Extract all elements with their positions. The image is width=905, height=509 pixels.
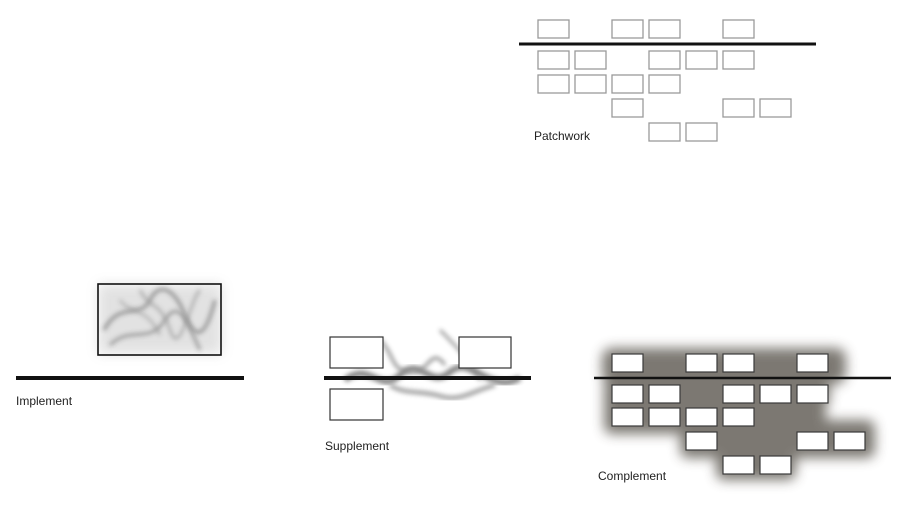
- patchwork-diagram: [519, 19, 816, 142]
- supplement-box: [329, 336, 384, 369]
- patchwork-box: [574, 74, 607, 94]
- complement-box: [796, 353, 829, 373]
- complement-box: [796, 431, 829, 451]
- complement-box: [648, 407, 681, 427]
- patchwork-box: [648, 122, 681, 142]
- implement-label: Implement: [16, 394, 73, 408]
- implement-diagram: [16, 283, 244, 380]
- complement-box: [759, 455, 792, 475]
- complement-boxes: [611, 353, 866, 475]
- complement-box: [796, 384, 829, 404]
- complement-box: [759, 384, 792, 404]
- supplement-box: [329, 388, 384, 421]
- complement-box: [611, 353, 644, 373]
- complement-label: Complement: [598, 469, 667, 483]
- supplement-box: [458, 336, 512, 369]
- complement-box: [833, 431, 866, 451]
- implement-smoke: [98, 284, 222, 354]
- patchwork-box: [537, 19, 570, 39]
- complement-box: [648, 384, 681, 404]
- patchwork-box: [648, 50, 681, 70]
- patchwork-box: [685, 122, 718, 142]
- patchwork-box: [574, 50, 607, 70]
- patchwork-box: [648, 19, 681, 39]
- patchwork-box: [611, 19, 644, 39]
- complement-box: [685, 353, 718, 373]
- complement-box: [722, 353, 755, 373]
- supplement-label: Supplement: [325, 439, 390, 453]
- patchwork-box: [722, 50, 755, 70]
- complement-diagram: [594, 348, 891, 480]
- complement-box: [685, 407, 718, 427]
- patchwork-box: [759, 98, 792, 118]
- patchwork-label: Patchwork: [534, 129, 591, 143]
- patchwork-box: [722, 98, 755, 118]
- complement-box: [611, 384, 644, 404]
- implement-box: [97, 283, 222, 356]
- patchwork-box: [722, 19, 755, 39]
- complement-box: [722, 455, 755, 475]
- complement-box: [611, 407, 644, 427]
- patchwork-box: [611, 98, 644, 118]
- complement-box: [722, 407, 755, 427]
- complement-box: [722, 384, 755, 404]
- patchwork-box: [611, 74, 644, 94]
- patchwork-box: [537, 74, 570, 94]
- complement-box: [685, 431, 718, 451]
- patchwork-box: [537, 50, 570, 70]
- supplement-diagram: [324, 329, 531, 421]
- patchwork-box: [648, 74, 681, 94]
- patchwork-box: [685, 50, 718, 70]
